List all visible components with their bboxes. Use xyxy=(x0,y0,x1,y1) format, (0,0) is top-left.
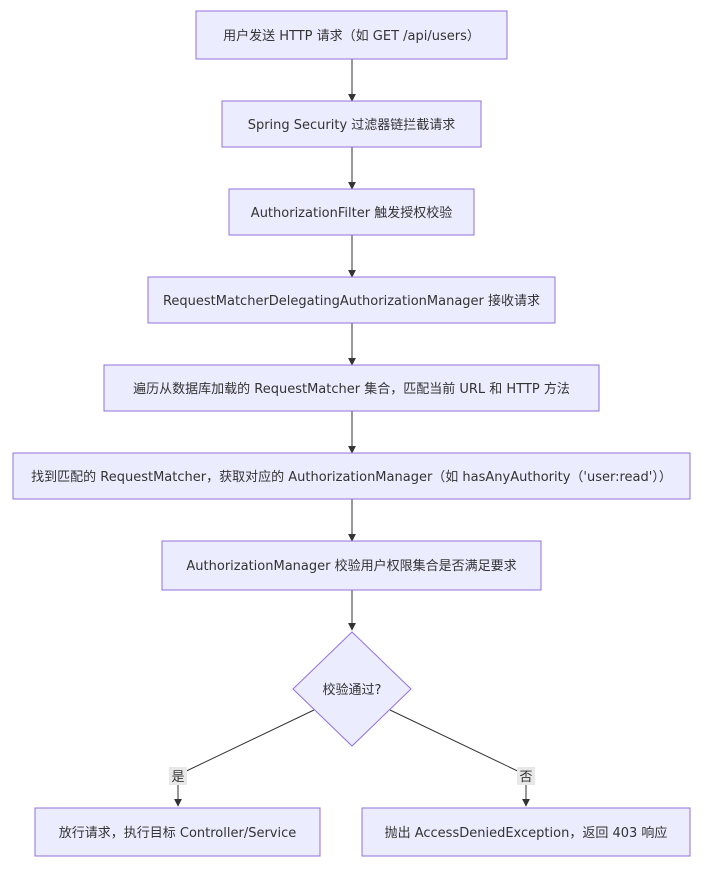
node-allow-request: 放行请求，执行目标 Controller/Service xyxy=(34,807,321,857)
node-allow-request-label: 放行请求，执行目标 Controller/Service xyxy=(59,826,297,841)
edge-decision-no xyxy=(389,709,530,807)
node-find-matcher-label: 找到匹配的 RequestMatcher，获取对应的 Authorization… xyxy=(31,469,672,485)
edge-label-yes-text: 是 xyxy=(171,770,184,785)
node-deny-request: 抛出 AccessDeniedException，返回 403 响应 xyxy=(361,807,691,857)
node-filter-chain: Spring Security 过滤器链拦截请求 xyxy=(221,100,482,148)
node-authorization-filter-label: AuthorizationFilter 触发授权校验 xyxy=(251,205,452,221)
edge-label-no: 否 xyxy=(517,767,535,785)
decision-node: 校验通过? xyxy=(292,631,412,747)
node-iterate-matchers-label: 遍历从数据库加载的 RequestMatcher 集合，匹配当前 URL 和 H… xyxy=(133,381,570,397)
node-find-matcher: 找到匹配的 RequestMatcher，获取对应的 Authorization… xyxy=(12,452,691,500)
node-filter-chain-label: Spring Security 过滤器链拦截请求 xyxy=(248,118,456,133)
node-check-authorities-label: AuthorizationManager 校验用户权限集合是否满足要求 xyxy=(186,558,516,574)
edge-label-yes: 是 xyxy=(169,767,187,785)
node-iterate-matchers: 遍历从数据库加载的 RequestMatcher 集合，匹配当前 URL 和 H… xyxy=(103,364,600,412)
node-authorization-filter: AuthorizationFilter 触发授权校验 xyxy=(228,188,475,236)
edge-label-no-text: 否 xyxy=(519,770,532,785)
node-deny-request-label: 抛出 AccessDeniedException，返回 403 响应 xyxy=(385,825,668,841)
node-delegating-manager: RequestMatcherDelegatingAuthorizationMan… xyxy=(147,276,556,324)
edge-decision-yes xyxy=(174,709,315,807)
node-send-request-label: 用户发送 HTTP 请求（如 GET /api/users） xyxy=(223,28,480,44)
node-delegating-manager-label: RequestMatcherDelegatingAuthorizationMan… xyxy=(163,293,540,309)
node-send-request: 用户发送 HTTP 请求（如 GET /api/users） xyxy=(195,10,508,60)
decision-node-label: 校验通过? xyxy=(323,682,382,698)
node-check-authorities: AuthorizationManager 校验用户权限集合是否满足要求 xyxy=(161,540,542,591)
